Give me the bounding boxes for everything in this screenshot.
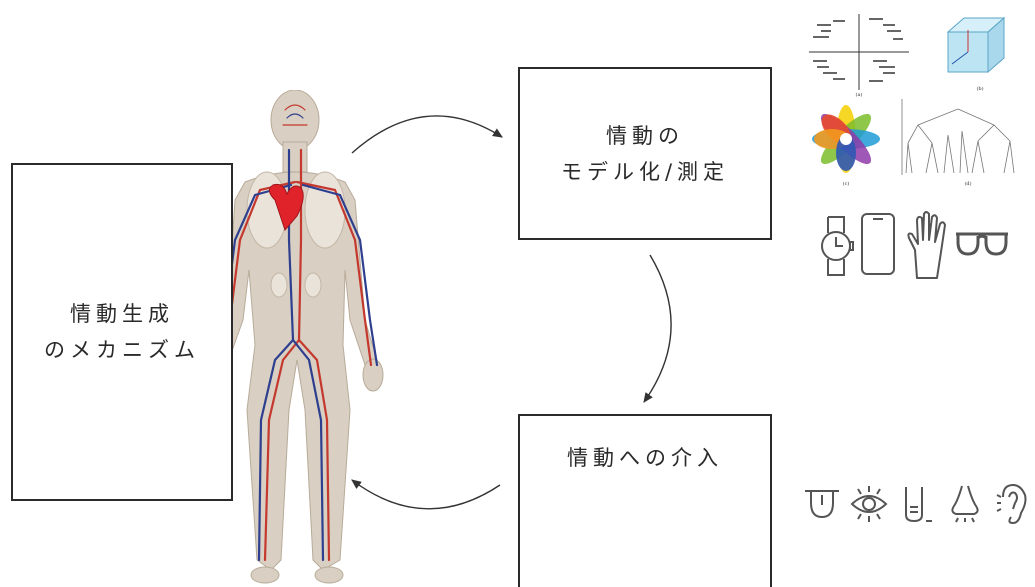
test-tube-icon: [900, 485, 936, 525]
svg-text:(b): (b): [976, 85, 983, 92]
figure-b-cube: (b): [940, 10, 1020, 95]
emotion-mechanism-box: 情動生成 のメカニズム: [11, 163, 233, 501]
model-line2: モデル化/測定: [561, 154, 729, 190]
eye-icon: [848, 484, 890, 524]
svg-text:(c): (c): [843, 180, 850, 187]
figure-c-emotion-wheel: (c): [800, 95, 892, 187]
model-line1: 情動の: [561, 118, 729, 154]
mechanism-line2: のメカニズム: [44, 332, 200, 368]
watch-icon: [818, 215, 854, 277]
ear-icon: [995, 483, 1029, 525]
human-circulatory-illustration: [205, 90, 425, 587]
svg-text:(d): (d): [964, 180, 971, 187]
emotion-model-box: 情動の モデル化/測定: [518, 67, 772, 240]
figure-a-scatter: (a): [803, 8, 915, 98]
figure-d-dendrogram: (d): [898, 95, 1020, 187]
glasses-icon: [952, 228, 1012, 260]
intervention-label: 情動への介入: [567, 440, 723, 476]
emotion-intervention-box: 情動への介入: [518, 414, 772, 587]
nose-icon: [948, 484, 982, 524]
smartphone-icon: [860, 212, 896, 276]
hand-icon: [905, 210, 951, 282]
tongue-icon: [803, 487, 841, 521]
mechanism-line1: 情動生成: [44, 296, 200, 332]
arrow-to-intervention: [644, 255, 671, 402]
